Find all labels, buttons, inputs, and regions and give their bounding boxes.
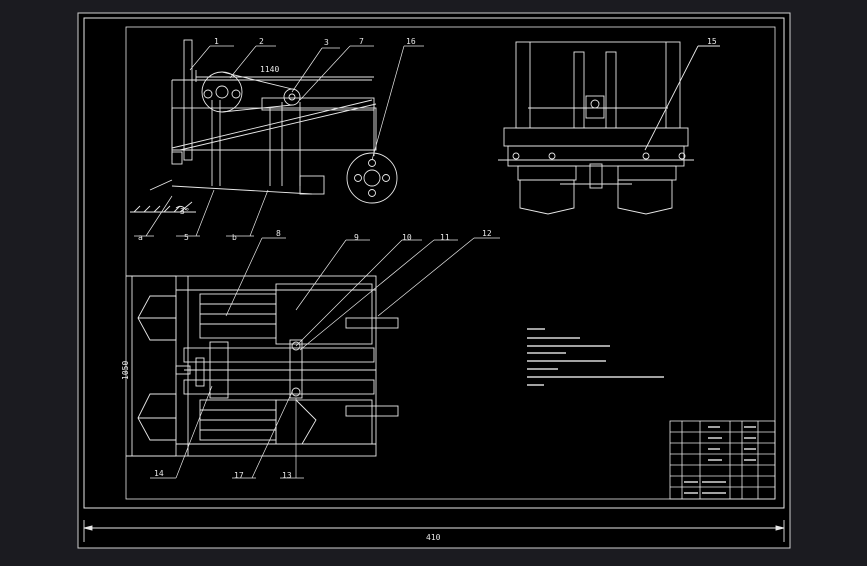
- part-label-1: 1: [214, 37, 219, 46]
- part-label-9: 9: [354, 233, 359, 242]
- front-view: [498, 41, 720, 215]
- side-view-leaders: [134, 45, 424, 237]
- drawing-sheet: [77, 12, 791, 549]
- part-label-13: 13: [282, 471, 292, 480]
- part-label-a: a: [138, 233, 143, 242]
- angle-label: 3°: [180, 207, 190, 216]
- part-label-7: 7: [359, 37, 364, 46]
- dim-top-width: 1140: [260, 65, 279, 74]
- part-label-17: 17: [234, 471, 244, 480]
- technical-notes: [527, 328, 664, 386]
- part-label-14: 14: [154, 469, 164, 478]
- bottom-dimension: [83, 520, 785, 542]
- side-view: [130, 39, 398, 213]
- part-label-3: 3: [324, 38, 329, 47]
- inner-frame: [125, 26, 776, 500]
- part-label-5: 5: [184, 233, 189, 242]
- plan-view-leaders: [150, 237, 500, 479]
- part-label-10: 10: [402, 233, 412, 242]
- part-label-b: b: [232, 233, 237, 242]
- part-label-8: 8: [276, 229, 281, 238]
- part-label-2: 2: [259, 37, 264, 46]
- part-label-16: 16: [406, 37, 416, 46]
- part-label-15: 15: [707, 37, 717, 46]
- drawing-border: [83, 17, 785, 509]
- dim-sheet-width: 410: [426, 533, 441, 542]
- part-label-12: 12: [482, 229, 492, 238]
- part-label-11: 11: [440, 233, 450, 242]
- plan-view: [126, 275, 399, 457]
- title-block: [669, 420, 776, 500]
- dim-plan-height: 1050: [121, 361, 130, 380]
